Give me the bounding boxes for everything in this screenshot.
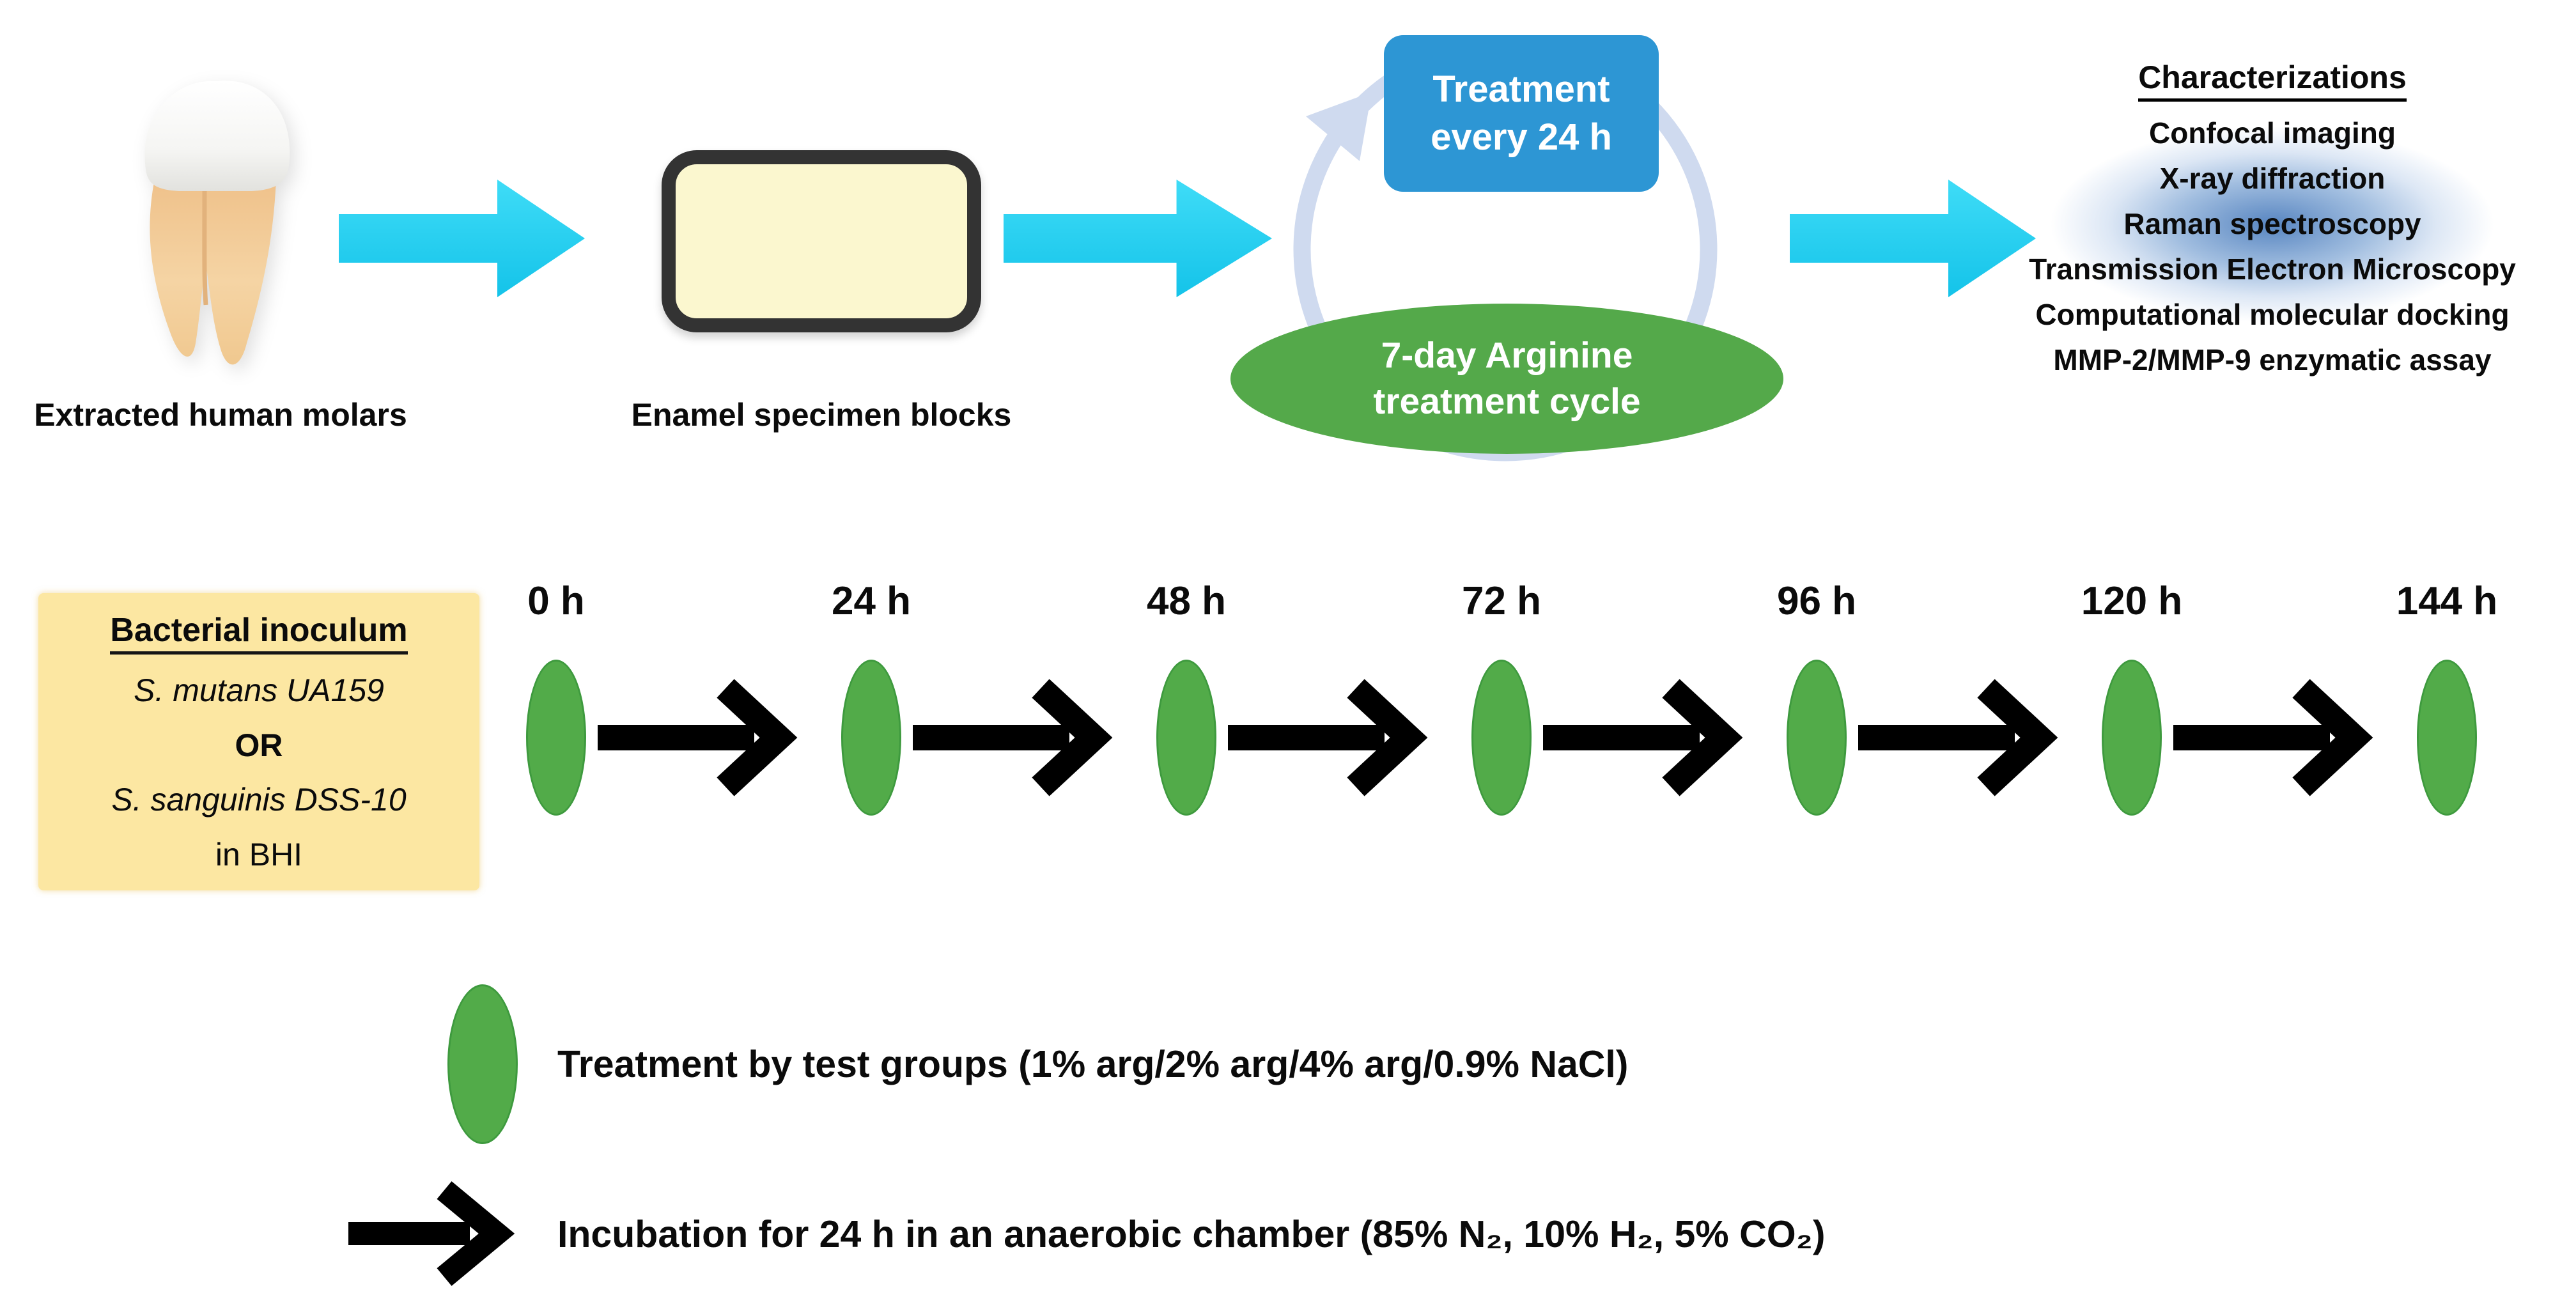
inoculum-medium: in BHI [215, 836, 303, 872]
characterizations-title: Characterizations [2138, 59, 2407, 102]
treatment-ellipse-144h [2417, 660, 2477, 816]
characterization-item: MMP-2/MMP-9 enzymatic assay [2053, 343, 2492, 376]
legend-incubation-arrow-icon [348, 1181, 515, 1286]
timepoint-label-96h: 96 h [1776, 579, 1857, 623]
arginine-cycle-ellipse: 7-day Arginine treatment cycle [1230, 304, 1783, 454]
incubation-arrow-icon [598, 679, 798, 796]
cycle-ellipse-line2: treatment cycle [1373, 380, 1641, 422]
treatment-ellipse-72h [1471, 660, 1532, 816]
step2-label: Enamel specimen blocks [631, 397, 1012, 433]
treatment-ellipse-120h [2102, 660, 2162, 816]
characterizations-list: Characterizations Confocal imaging X-ray… [1969, 59, 2576, 383]
treatment-box-line1: Treatment [1432, 68, 1610, 111]
inoculum-species-1: S. mutans UA159 [134, 672, 384, 708]
tooth-root [150, 179, 276, 365]
treatment-ellipse-96h [1787, 660, 1847, 816]
tooth-root-groove [202, 188, 208, 306]
tooth-crown [144, 81, 290, 191]
legend-incubation-text: Incubation for 24 h in an anaerobic cham… [557, 1213, 1826, 1255]
timepoint-label-48h: 48 h [1146, 579, 1227, 623]
characterization-item: Transmission Electron Microscopy [2029, 252, 2516, 286]
cycle-ring-arrowhead [1306, 92, 1372, 161]
timepoint-label-24h: 24 h [831, 579, 912, 623]
incubation-arrow-icon [1858, 679, 2058, 796]
incubation-arrow-icon [1543, 679, 1743, 796]
legend-treatment-text: Treatment by test groups (1% arg/2% arg/… [557, 1043, 1629, 1085]
timepoint-label-72h: 72 h [1461, 579, 1542, 623]
flow-arrow-1-icon [339, 180, 585, 297]
timepoint-label-144h: 144 h [2396, 579, 2498, 623]
treatment-box-line2: every 24 h [1431, 116, 1612, 158]
characterization-item: Confocal imaging [2149, 116, 2396, 150]
flow-arrow-2-icon [1004, 180, 1272, 297]
inoculum-title: Bacterial inoculum [110, 611, 408, 655]
treatment-ellipse-0h [526, 660, 586, 816]
characterization-item: Raman spectroscopy [2123, 207, 2421, 240]
step1-label: Extracted human molars [34, 397, 407, 433]
treatment-box: Treatment every 24 h [1384, 35, 1659, 192]
incubation-arrow-icon [1228, 679, 1428, 796]
cycle-ellipse-line1: 7-day Arginine [1381, 335, 1633, 376]
inoculum-species-2: S. sanguinis DSS-10 [111, 782, 407, 818]
characterization-item: Computational molecular docking [2035, 298, 2510, 331]
inoculum-or: OR [235, 727, 283, 763]
enamel-specimen-block [662, 150, 981, 332]
treatment-ellipse-24h [841, 660, 901, 816]
incubation-arrow-icon [2173, 679, 2373, 796]
bacterial-inoculum-box: Bacterial inoculum S. mutans UA159 OR S.… [38, 593, 479, 890]
legend-treatment-ellipse-icon [447, 984, 518, 1144]
tooth-illustration [144, 81, 290, 365]
incubation-arrow-icon [913, 679, 1113, 796]
characterizations-glow [1969, 83, 2576, 390]
characterization-item: X-ray diffraction [2159, 162, 2386, 195]
timepoint-label-0h: 0 h [527, 579, 585, 623]
timepoint-label-120h: 120 h [2081, 579, 2183, 623]
treatment-ellipse-48h [1156, 660, 1216, 816]
